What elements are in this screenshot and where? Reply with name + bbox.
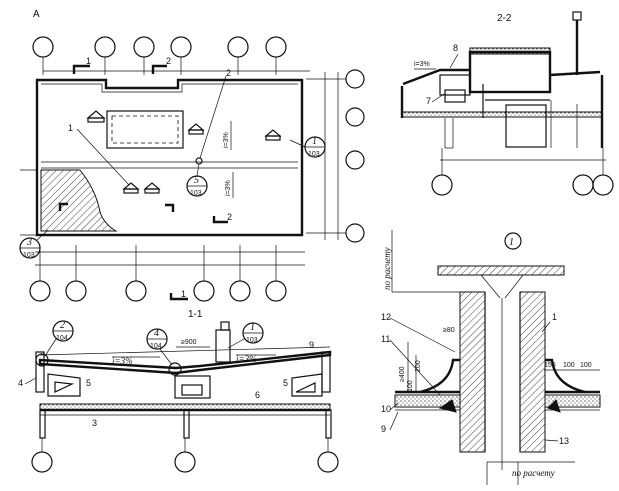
callout-5-103: 5 103: [186, 163, 208, 197]
svg-text:1: 1: [181, 289, 186, 299]
plan-axis-top: [32, 36, 310, 75]
detail-1-dim-100: 100: [407, 380, 414, 392]
callouts: 1 103 3 103 5 103 2 104 4 104: [19, 136, 326, 376]
detail-1-label-13: 13: [559, 436, 569, 446]
detail-1-dim-80: ≥80: [443, 327, 455, 334]
svg-text:i=3%: i=3%: [225, 180, 232, 196]
svg-text:103: 103: [23, 252, 35, 259]
svg-text:1: 1: [250, 322, 255, 333]
section-1-1-label-4: 4: [18, 378, 23, 388]
section-1-1-slope-right: i=3%: [236, 354, 257, 364]
detail-1-dim-150: 150: [544, 362, 556, 369]
svg-text:1: 1: [312, 136, 317, 147]
callout-2-104: 2 104: [35, 320, 74, 367]
detail-1-label-1: 1: [552, 312, 557, 322]
callout-4-104: 4 104: [146, 328, 182, 376]
section-1-1-label-6: 6: [255, 390, 260, 400]
detail-1-dim-400: ≥400: [399, 366, 406, 382]
detail-1-dim-100b: 100: [580, 362, 592, 369]
svg-text:5: 5: [194, 175, 199, 186]
svg-text:104: 104: [150, 343, 162, 350]
plan-roof-outline: [20, 78, 304, 237]
section-1-1-label-3: 3: [92, 418, 97, 428]
svg-text:i=3%: i=3%: [223, 132, 230, 148]
section-2-2-label-8: 8: [453, 43, 458, 53]
plan-label: A: [33, 9, 40, 20]
detail-1-label-12: 12: [381, 312, 391, 322]
plan-axis-bottom: [29, 245, 305, 302]
svg-text:2: 2: [227, 212, 232, 222]
section-1-1-dim: ≥900: [181, 339, 197, 346]
svg-text:2: 2: [60, 320, 65, 331]
plan-slope-marks: i=3% i=3%: [223, 121, 234, 198]
svg-text:103: 103: [246, 337, 258, 344]
callout-3-103: 3 103: [19, 229, 49, 259]
plan-view: A: [20, 9, 365, 302]
detail-1-title: 1: [509, 237, 514, 248]
section-2-2-title: 2-2: [497, 13, 512, 24]
plan-skylight: [106, 110, 184, 149]
detail-1: 1 по расчету ≥80 200 100 ≥400 1: [381, 230, 601, 485]
detail-1-bottom-label: по расчету: [512, 468, 555, 478]
plan-label-1: 1: [68, 123, 73, 133]
svg-text:103: 103: [308, 151, 320, 158]
section-1-1-slope-left: i=3%: [112, 356, 133, 366]
plan-label-2: 2: [226, 68, 231, 78]
section-1-1: 1-1 i=3% i=3% ≥900 9 4 5: [18, 309, 339, 473]
svg-text:3: 3: [26, 237, 32, 248]
section-2-2: 2-2 i=3% 8 7: [400, 11, 614, 196]
section-2-2-label-7: 7: [426, 96, 431, 106]
svg-text:104: 104: [56, 335, 68, 342]
detail-1-label-10: 10: [381, 404, 391, 414]
svg-text:103: 103: [190, 190, 202, 197]
callout-1-103: 1 103: [289, 136, 326, 158]
plan-cut-marks: 1 2 1 2: [58, 56, 232, 301]
section-2-2-slope: i=3%: [414, 61, 430, 68]
plan-vents: [86, 110, 282, 194]
detail-1-label-9: 9: [381, 424, 386, 434]
section-1-1-label-5b: 5: [283, 378, 288, 388]
detail-1-dim-100a: 100: [563, 362, 575, 369]
section-1-1-label-5: 5: [86, 378, 91, 388]
svg-text:4: 4: [154, 328, 159, 339]
section-1-1-title: 1-1: [188, 309, 203, 320]
detail-1-label-11: 11: [381, 334, 390, 344]
svg-text:2: 2: [166, 56, 171, 66]
detail-1-top-label: по расчету: [382, 247, 392, 290]
callout-1-103-b: 1 103: [227, 322, 264, 349]
svg-text:1: 1: [86, 56, 91, 66]
plan-axis-right: [306, 69, 365, 243]
section-1-1-label-9: 9: [309, 340, 314, 350]
detail-1-dim-200: 200: [415, 360, 422, 372]
